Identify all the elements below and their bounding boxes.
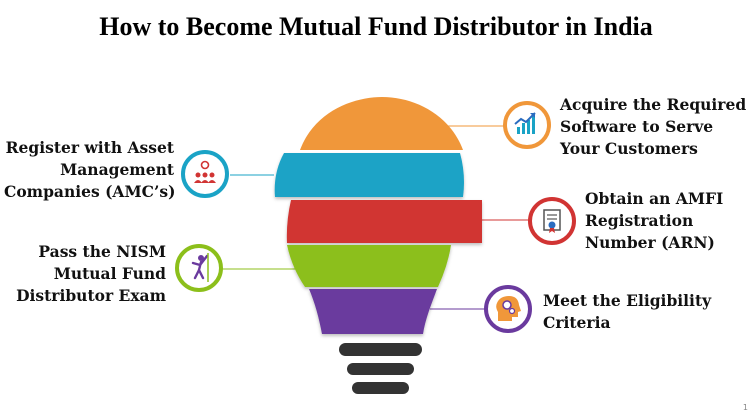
bulb-segment-green <box>287 245 451 287</box>
page-number: 1 <box>742 403 748 412</box>
growth-chart-icon <box>503 101 551 149</box>
bulb-segment-orange <box>300 97 463 150</box>
step-label-arn: Obtain an AMFI Registration Number (ARN) <box>585 189 724 252</box>
bulb-base-3 <box>352 382 409 394</box>
head-gears-icon <box>484 285 532 333</box>
people-network-icon <box>181 150 229 198</box>
bulb-base-2 <box>347 363 414 375</box>
step-label-software: Acquire the Required Software to Serve Y… <box>560 95 747 158</box>
bulb-base-1 <box>339 343 422 356</box>
step-label-amc: Register with Asset Management Companies… <box>4 138 176 201</box>
bulb-segment-blue <box>274 153 464 197</box>
step-label-nism: Pass the NISM Mutual Fund Distributor Ex… <box>16 242 166 305</box>
climbing-person-icon <box>175 244 223 292</box>
bulb-segment-red <box>286 200 482 243</box>
step-label-eligibility: Meet the Eligibility Criteria <box>543 291 712 332</box>
page-title: How to Become Mutual Fund Distributor in… <box>99 12 653 41</box>
bulb-segment-purple <box>309 289 437 334</box>
certificate-icon <box>528 197 576 245</box>
